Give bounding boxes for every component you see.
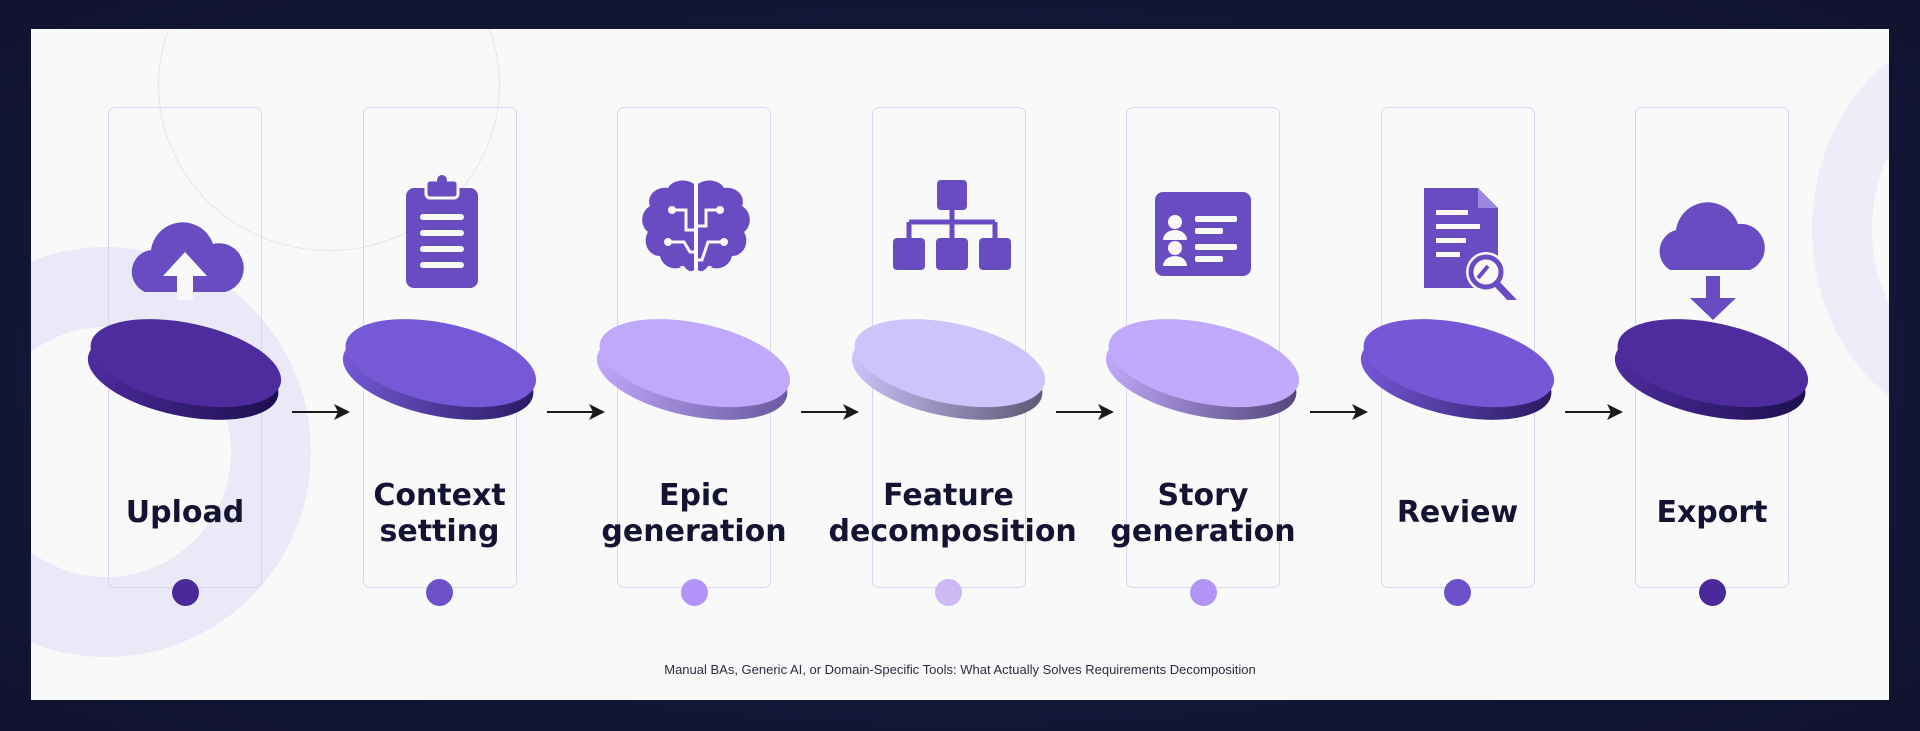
cloud-download-icon xyxy=(1642,200,1782,330)
cloud-upload-icon xyxy=(115,200,255,330)
step-disk xyxy=(1612,310,1812,425)
step-label: Story generation xyxy=(1110,478,1296,549)
flow-arrow xyxy=(290,400,352,424)
step-label: Feature decomposition xyxy=(828,478,1077,549)
flow-arrow xyxy=(545,400,607,424)
step-label: Export xyxy=(1656,495,1768,530)
decorative-ring-right xyxy=(1812,29,1889,429)
step-dot xyxy=(426,579,453,606)
step-dot xyxy=(1189,579,1217,606)
step-dot xyxy=(171,579,199,606)
step-disk xyxy=(594,310,794,425)
step-dot xyxy=(680,579,708,606)
caption: Manual BAs, Generic AI, or Domain-Specif… xyxy=(664,662,1256,677)
org-chart-icon xyxy=(879,170,1019,300)
brain-circuit-icon xyxy=(624,170,764,300)
step-disk xyxy=(849,310,1049,425)
step-dot xyxy=(1444,579,1471,606)
flow-arrow xyxy=(799,400,861,424)
step-label: Epic generation xyxy=(601,478,787,549)
step-label: Review xyxy=(1396,495,1519,530)
flow-arrow xyxy=(1308,400,1370,424)
clipboard-icon xyxy=(370,170,510,300)
flow-arrow xyxy=(1054,400,1116,424)
flow-arrow xyxy=(1563,400,1625,424)
step-disk xyxy=(85,310,285,425)
step-dot xyxy=(935,579,962,606)
id-card-icon xyxy=(1133,170,1273,300)
document-search-icon xyxy=(1388,170,1528,300)
step-disk xyxy=(1103,310,1303,425)
step-dot xyxy=(1698,579,1726,606)
step-disk xyxy=(340,310,540,425)
step-disk xyxy=(1358,310,1558,425)
step-label: Upload xyxy=(125,495,245,530)
step-label: Context setting xyxy=(373,478,506,549)
